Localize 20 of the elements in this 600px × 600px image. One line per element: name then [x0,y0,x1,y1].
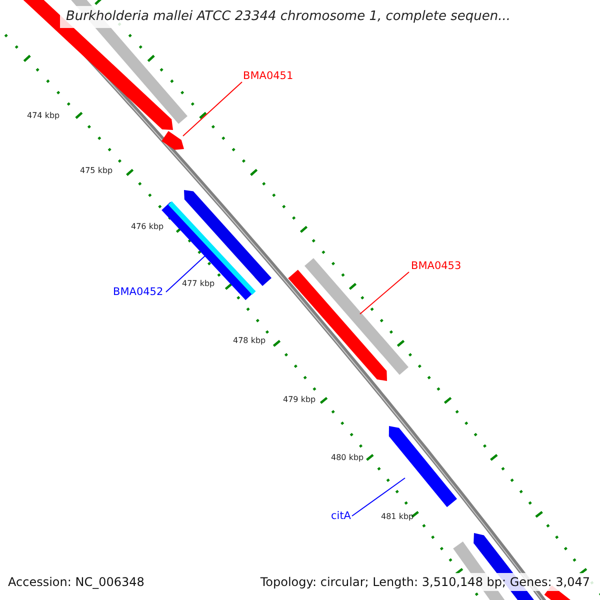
scale-label: 480 kbp [331,453,364,462]
gene-label: citA [331,510,351,522]
leader-line [352,478,406,516]
gene-label: BMA0452 [113,286,164,298]
gene-arrow [162,201,256,300]
leader-line [360,272,410,314]
gene-label: BMA0451 [243,70,294,82]
leader-line [182,82,242,136]
scale-label: 479 kbp [283,395,316,404]
gene-arrow [162,131,184,150]
scale-label: 481 kbp [381,512,414,521]
scale-label: 474 kbp [27,111,60,120]
gene-arrow [388,426,457,508]
leader-line [166,254,206,292]
scale-label: 478 kbp [233,336,266,345]
gene-label: BMA0453 [411,260,462,272]
gene-arrow [288,270,387,381]
scale-label: 475 kbp [80,166,113,175]
scale-label: 476 kbp [131,222,164,231]
scale-label: 477 kbp [182,279,215,288]
